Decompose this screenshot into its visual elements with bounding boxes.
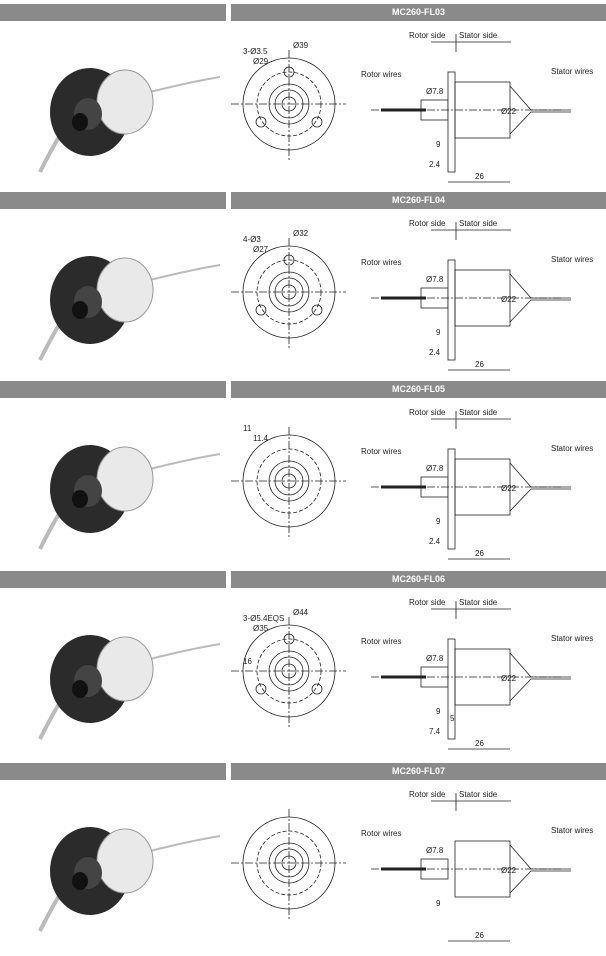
dimension-9: 9 [436, 517, 441, 526]
rotor-side-label: Rotor side [409, 31, 446, 40]
dimension-9: 9 [436, 899, 441, 908]
stator-wires-label: Stator wires [551, 67, 593, 76]
stator-side-label: Stator side [459, 31, 498, 40]
front-dimension-label: Ø32 [293, 229, 309, 238]
front-dimension-label: 11.4 [253, 434, 269, 443]
front-view [231, 809, 346, 921]
dimension-flange: 7.4 [429, 727, 441, 736]
rotor-side-label: Rotor side [409, 219, 446, 228]
front-dimension-label: Ø44 [293, 608, 309, 617]
dimension-length: 26 [475, 360, 484, 369]
slip-ring-photo [38, 445, 221, 550]
side-view: Rotor side Stator side Rotor wires Stato… [361, 598, 593, 750]
flange [447, 448, 456, 550]
side-view: Rotor side Stator side Rotor wires Stato… [361, 31, 593, 183]
product-photo [0, 399, 226, 569]
product-photo [0, 781, 226, 951]
header-bar-left [0, 192, 226, 209]
dimension-9: 9 [436, 140, 441, 149]
rotor-wires-label: Rotor wires [361, 258, 401, 267]
model-title: MC260-FL05 [231, 381, 606, 398]
model-title: MC260-FL06 [231, 571, 606, 588]
front-dimension-label: Ø35 [253, 624, 269, 633]
body-diameter: Ø22 [501, 107, 517, 116]
stator-wires-label: Stator wires [551, 444, 593, 453]
stator-side-label: Stator side [459, 408, 498, 417]
dimension-length: 26 [475, 549, 484, 558]
rotor-side-label: Rotor side [409, 408, 446, 417]
bore-diameter: Ø7.8 [426, 846, 444, 855]
rotor-wires-label: Rotor wires [361, 829, 401, 838]
dimension-length: 26 [475, 739, 484, 748]
front-dimension-label: Ø27 [253, 245, 269, 254]
dimension-length: 26 [475, 172, 484, 181]
model-title: MC260-FL07 [231, 763, 606, 780]
body-diameter: Ø22 [501, 866, 517, 875]
header-bar-left [0, 381, 226, 398]
front-dimension-label: 4-Ø3 [243, 235, 261, 244]
bore-diameter: Ø7.8 [426, 87, 444, 96]
bore-diameter: Ø7.8 [426, 275, 444, 284]
dimension-length: 26 [475, 931, 484, 940]
rotor-side-label: Rotor side [409, 598, 446, 607]
front-dimension-label: 11 [243, 424, 252, 433]
flange [447, 638, 456, 740]
bore-diameter: Ø7.8 [426, 654, 444, 663]
dimension-flange: 2.4 [429, 348, 441, 357]
stator-wires-label: Stator wires [551, 634, 593, 643]
slip-ring-photo [38, 68, 221, 173]
dimension-9: 9 [436, 328, 441, 337]
flange [447, 71, 456, 173]
header-bar-left [0, 4, 226, 21]
front-dimension-label: Ø29 [253, 57, 269, 66]
flange [447, 259, 456, 361]
header-bar-left [0, 763, 226, 780]
stator-wires-label: Stator wires [551, 826, 593, 835]
technical-drawing: Rotor side Stator side Rotor wires Stato… [231, 781, 606, 951]
slip-ring-photo [38, 827, 221, 932]
model-title: MC260-FL04 [231, 192, 606, 209]
front-dimension-label: 3-Ø5.4EQS [243, 614, 284, 623]
side-view: Rotor side Stator side Rotor wires Stato… [361, 790, 593, 942]
front-dimension-label: Ø39 [293, 41, 309, 50]
stator-side-label: Stator side [459, 790, 498, 799]
dimension-9: 9 [436, 707, 441, 716]
slip-ring-photo [38, 635, 221, 740]
dimension-flange: 2.4 [429, 537, 441, 546]
dimension-5: 5 [450, 714, 455, 723]
header-bar-left [0, 571, 226, 588]
product-photo [0, 22, 226, 192]
rotor-wires-label: Rotor wires [361, 447, 401, 456]
dimension-flange: 2.4 [429, 160, 441, 169]
rotor-wires-label: Rotor wires [361, 637, 401, 646]
front-dimension-label: 16 [243, 657, 252, 666]
stator-wires-label: Stator wires [551, 255, 593, 264]
body-diameter: Ø22 [501, 484, 517, 493]
side-view: Rotor side Stator side Rotor wires Stato… [361, 408, 593, 560]
front-dimension-label: 3-Ø3.5 [243, 47, 268, 56]
side-view: Rotor side Stator side Rotor wires Stato… [361, 219, 593, 371]
product-photo [0, 210, 226, 380]
rotor-wires-label: Rotor wires [361, 70, 401, 79]
rotor-side-label: Rotor side [409, 790, 446, 799]
product-photo [0, 589, 226, 759]
model-title: MC260-FL03 [231, 4, 606, 21]
slip-ring-photo [38, 256, 221, 361]
body-diameter: Ø22 [501, 674, 517, 683]
bore-diameter: Ø7.8 [426, 464, 444, 473]
stator-side-label: Stator side [459, 219, 498, 228]
body-diameter: Ø22 [501, 295, 517, 304]
stator-side-label: Stator side [459, 598, 498, 607]
